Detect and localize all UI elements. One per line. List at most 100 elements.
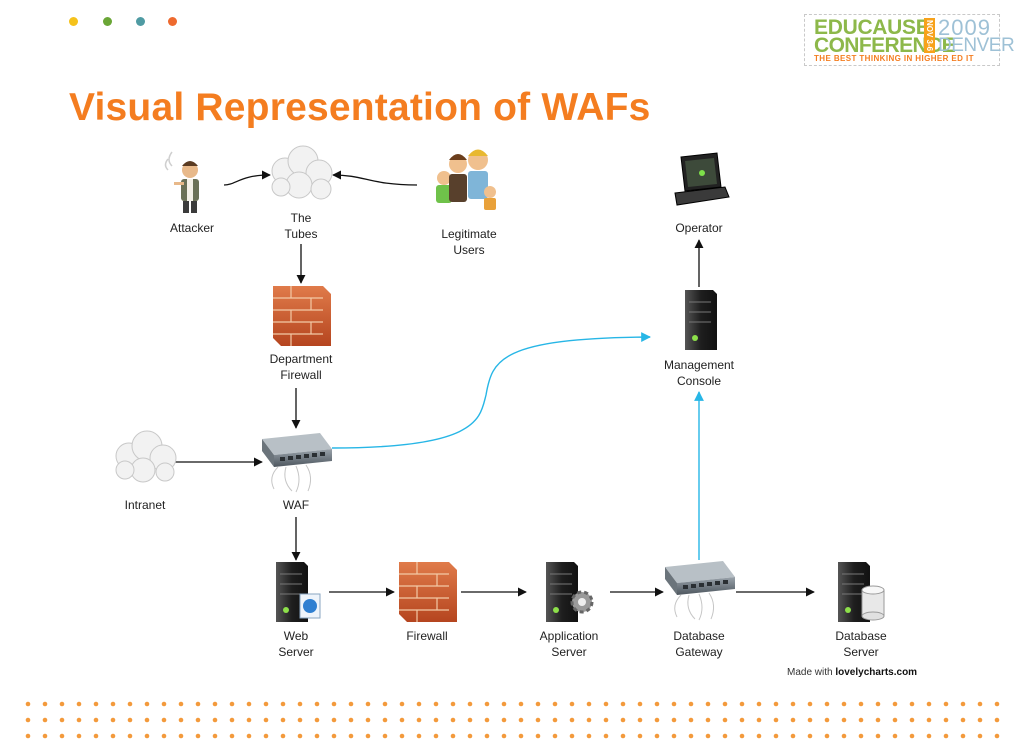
border-dot <box>161 717 167 723</box>
lovelycharts-link[interactable]: lovelycharts.com <box>835 667 918 678</box>
border-dot <box>110 733 116 739</box>
border-dot <box>790 717 796 723</box>
border-dot <box>586 701 592 707</box>
brick-wall-icon <box>399 562 457 622</box>
border-dot <box>42 717 48 723</box>
border-dot <box>433 717 439 723</box>
border-dot <box>42 733 48 739</box>
border-dot <box>399 717 405 723</box>
border-dot <box>399 701 405 707</box>
border-dot <box>314 717 320 723</box>
border-dot <box>280 701 286 707</box>
border-dot <box>76 717 82 723</box>
border-dot <box>263 701 269 707</box>
border-dot <box>280 733 286 739</box>
border-dot <box>858 701 864 707</box>
border-dot <box>671 701 677 707</box>
logo-city: DENVER <box>938 35 1015 56</box>
border-dot <box>467 733 473 739</box>
edge-legit-tubes <box>332 170 418 186</box>
border-dot <box>382 701 388 707</box>
border-dot <box>756 717 762 723</box>
border-dot <box>875 717 881 723</box>
label-intranet: Intranet <box>124 498 166 512</box>
logo-tagline: THE BEST THINKING IN HIGHER ED IT <box>814 54 974 63</box>
border-dot <box>807 717 813 723</box>
border-dot <box>654 717 660 723</box>
border-dot <box>450 733 456 739</box>
slide-title: Visual Representation of WAFs <box>69 86 651 129</box>
border-dot <box>280 717 286 723</box>
border-dot <box>263 717 269 723</box>
conference-logo: EDUCAUSE CONFERENCE NOV 3-6 2009 DENVER … <box>804 14 1015 66</box>
edge-waf-mgmt <box>331 332 651 449</box>
border-dot <box>297 701 303 707</box>
border-dot <box>433 701 439 707</box>
logo-line-2: CONFERENCE <box>814 34 956 57</box>
border-dot <box>603 717 609 723</box>
network-switch-icon <box>665 561 735 621</box>
border-dot <box>637 717 643 723</box>
border-dot <box>42 701 48 707</box>
border-dot <box>977 717 983 723</box>
laptop-icon <box>674 152 730 206</box>
border-dot <box>773 701 779 707</box>
border-dot <box>110 717 116 723</box>
border-dot <box>348 701 354 707</box>
border-dot <box>909 717 915 723</box>
border-dot <box>994 733 1000 739</box>
border-dot <box>841 717 847 723</box>
database-server-icon <box>838 562 885 622</box>
border-dot <box>722 701 728 707</box>
border-dot <box>790 701 796 707</box>
border-dot <box>620 717 626 723</box>
border-dot <box>518 733 524 739</box>
border-dot <box>110 701 116 707</box>
border-dot <box>790 733 796 739</box>
border-dot <box>688 717 694 723</box>
border-dot <box>977 701 983 707</box>
border-dot <box>977 733 983 739</box>
border-dot <box>331 733 337 739</box>
border-dot <box>484 733 490 739</box>
border-dot <box>586 717 592 723</box>
border-dot <box>246 717 252 723</box>
border-dot <box>178 717 184 723</box>
border-dot <box>552 717 558 723</box>
border-dot <box>382 733 388 739</box>
border-dot <box>501 717 507 723</box>
brick-wall-icon <box>273 286 331 346</box>
border-dot <box>722 733 728 739</box>
border-dot <box>365 717 371 723</box>
border-dot <box>688 701 694 707</box>
border-dot <box>824 701 830 707</box>
border-dot <box>569 701 575 707</box>
border-dot <box>603 701 609 707</box>
border-dot <box>926 733 932 739</box>
border-dot <box>399 733 405 739</box>
border-dot <box>552 733 558 739</box>
border-dot <box>195 701 201 707</box>
label-firewall: Firewall <box>406 629 448 643</box>
border-dot <box>178 701 184 707</box>
logo-line-1: EDUCAUSE <box>814 16 930 39</box>
border-dot <box>416 717 422 723</box>
logo-dates: NOV 3-6 <box>924 18 935 53</box>
border-dot <box>671 717 677 723</box>
border-dot <box>705 701 711 707</box>
border-dot <box>535 733 541 739</box>
border-dot <box>161 701 167 707</box>
server-icon <box>685 290 717 350</box>
border-dot <box>501 733 507 739</box>
border-dot <box>25 733 31 739</box>
border-dot <box>841 701 847 707</box>
border-dot <box>824 733 830 739</box>
border-dot <box>144 733 150 739</box>
connectors <box>175 170 815 597</box>
border-dot <box>501 701 507 707</box>
border-dot <box>263 733 269 739</box>
